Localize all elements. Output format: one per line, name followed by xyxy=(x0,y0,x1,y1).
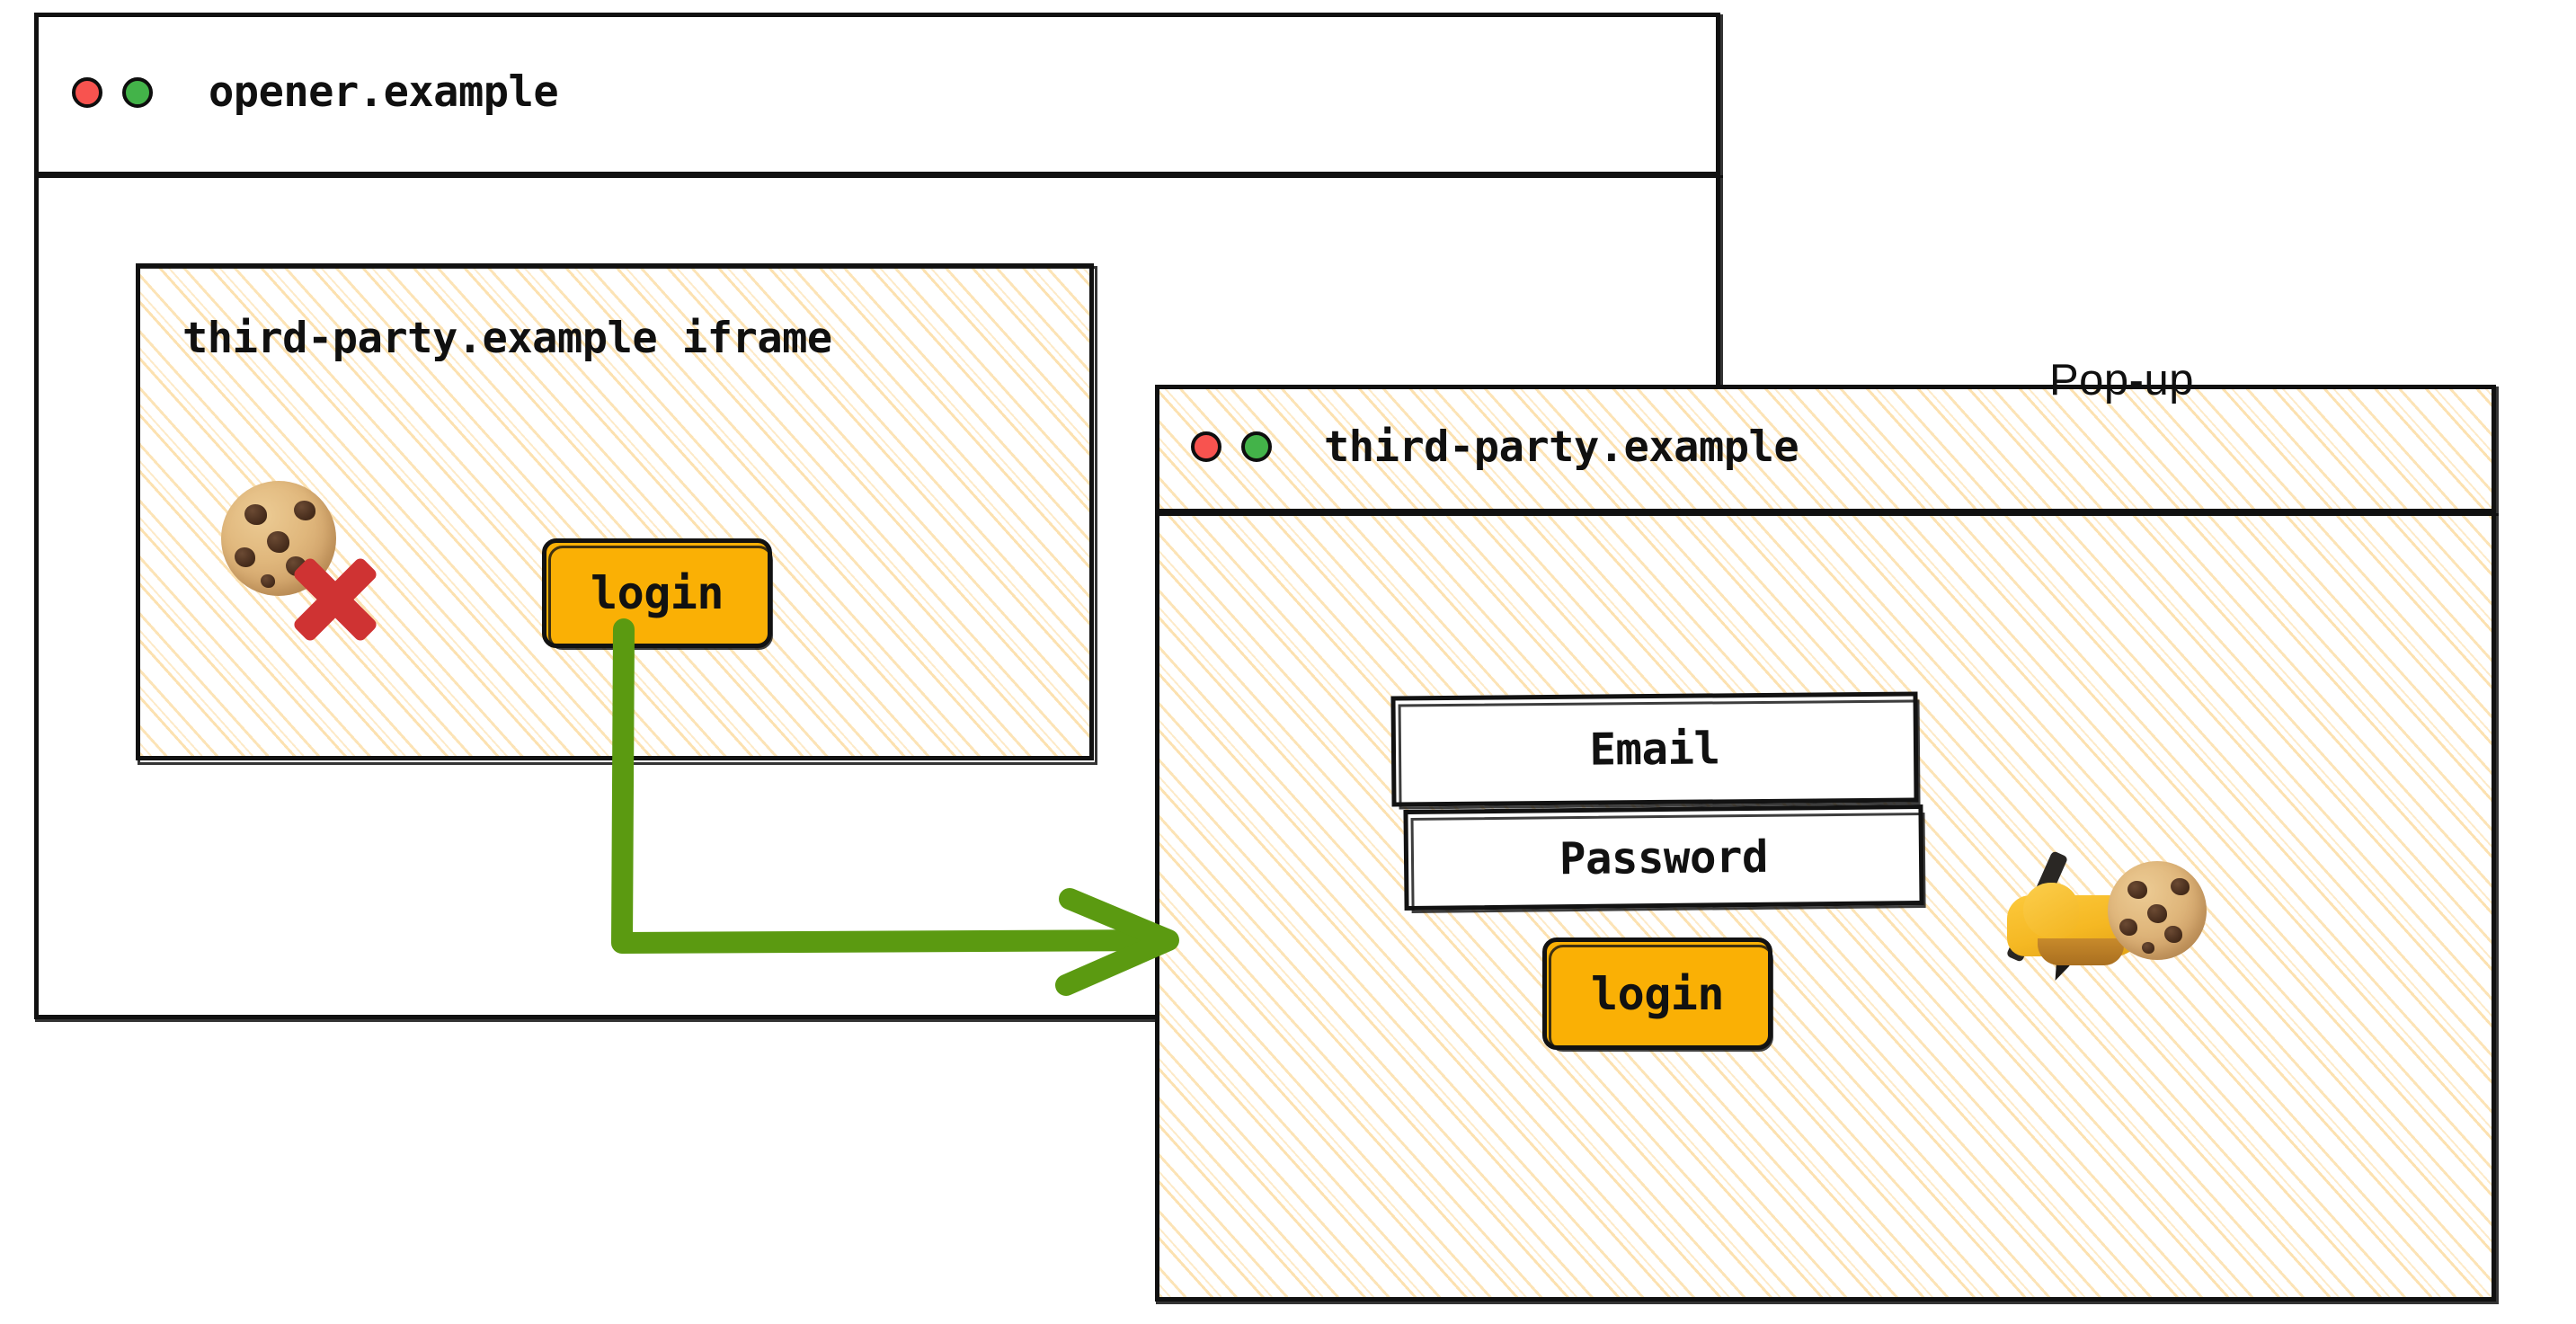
popup-annotation-label: Pop-up xyxy=(2049,356,2195,404)
cookie-icon xyxy=(2108,861,2207,960)
close-dot-icon[interactable] xyxy=(72,76,102,108)
password-field[interactable]: Password xyxy=(1403,804,1924,911)
close-dot-icon[interactable] xyxy=(1191,431,1221,462)
third-party-popup-window: third-party.example Email Password login… xyxy=(1155,356,2499,1304)
titlebar-divider xyxy=(34,172,1720,176)
email-field[interactable]: Email xyxy=(1390,691,1919,807)
titlebar-divider-sketch xyxy=(36,175,1723,178)
iframe-login-button[interactable]: login xyxy=(542,538,773,650)
popup-window-title: third-party.example xyxy=(1324,422,1799,472)
opener-window-title: opener.example xyxy=(209,67,559,117)
opener-titlebar: opener.example xyxy=(34,13,1720,172)
traffic-lights xyxy=(72,76,153,108)
red-x-icon xyxy=(282,546,388,653)
titlebar-divider xyxy=(1155,509,2496,513)
traffic-lights xyxy=(1191,431,1272,462)
maximize-dot-icon[interactable] xyxy=(122,76,153,108)
titlebar-divider-sketch xyxy=(1157,513,2499,516)
third-party-iframe: third-party.example iframe login xyxy=(136,263,1097,765)
iframe-label: third-party.example iframe xyxy=(182,314,832,363)
maximize-dot-icon[interactable] xyxy=(1241,431,1272,462)
popup-titlebar: third-party.example xyxy=(1155,385,2496,509)
popup-login-button[interactable]: login xyxy=(1542,937,1773,1052)
